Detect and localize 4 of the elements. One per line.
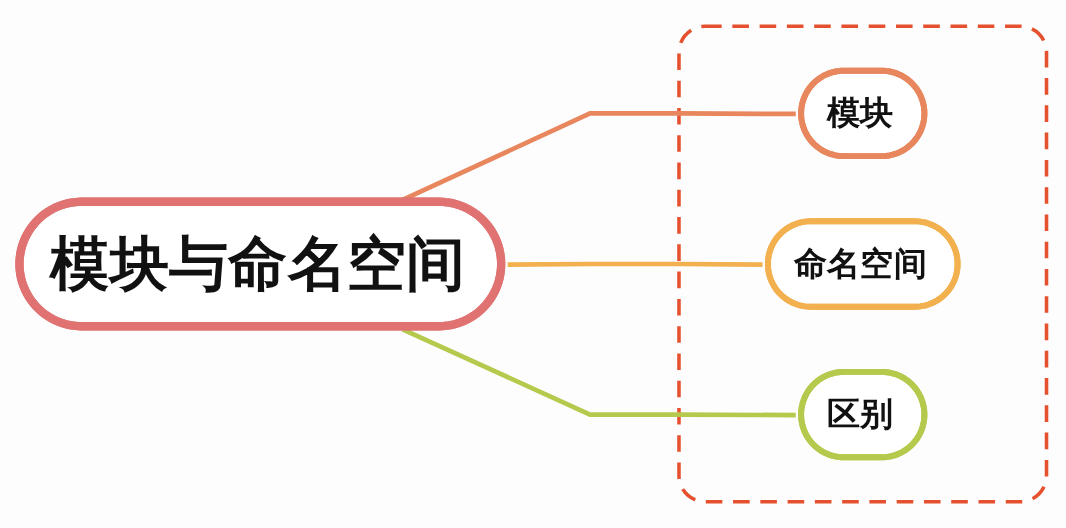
topic-node: 命名空间 [764,218,961,310]
branch-line [507,261,763,267]
topic-node: 模块与命名空间 [15,197,506,331]
branch-line [401,327,796,418]
